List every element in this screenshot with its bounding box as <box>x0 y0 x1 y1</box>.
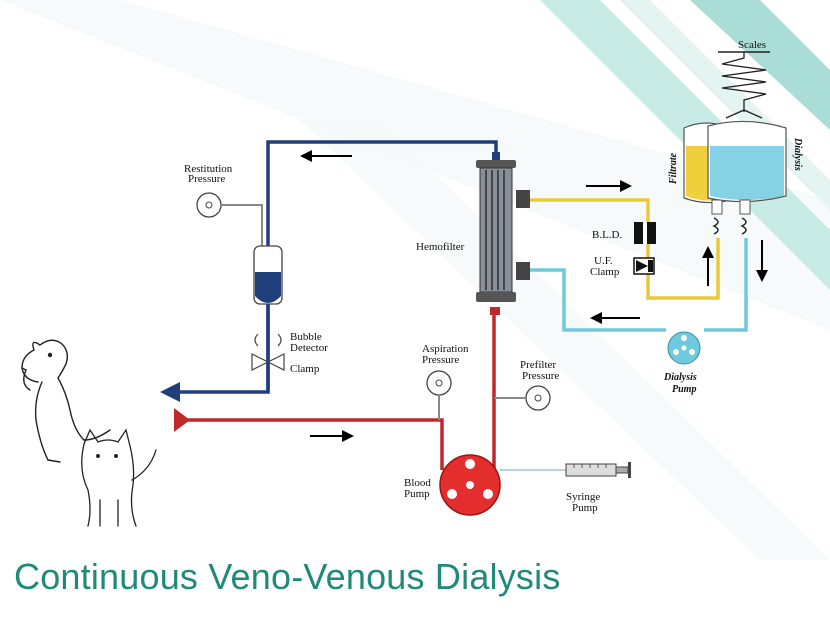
restitution-pressure-label-line2: Pressure <box>188 173 225 185</box>
prefilter-pressure-gauge <box>494 385 551 411</box>
filtrate-line <box>530 198 720 300</box>
filtrate-up-arrow <box>702 246 714 286</box>
clamp-label: Clamp <box>290 363 320 375</box>
bubble-detector-label-line1: Bubble <box>290 331 322 343</box>
blood-pump <box>439 454 501 516</box>
hemofilter-inlet-connector <box>490 307 500 315</box>
venous-return-line <box>178 140 498 394</box>
filtrate-label: Filtrate <box>668 152 679 185</box>
blood-pump-label-line2: Pump <box>404 488 430 500</box>
bag-clamps <box>712 217 747 235</box>
restitution-pressure-gauge <box>196 192 263 246</box>
restitution-pressure-label-line1: Restitution <box>184 163 233 175</box>
prefilter-pressure-label-line1: Prefilter <box>520 359 556 371</box>
dialysate-down-arrow <box>756 240 768 282</box>
uf-clamp-label-line2: Clamp <box>590 266 620 278</box>
page-title: Continuous Veno-Venous Dialysis <box>14 556 561 597</box>
dialysis-pump-label-line1: Dialysis <box>663 372 697 383</box>
uf-clamp-label-line1: U.F. <box>594 255 613 267</box>
background-stripes <box>540 0 830 290</box>
arterial-flow-arrow <box>310 430 354 442</box>
dialysate-return-arrow <box>590 312 640 324</box>
venous-outlet-arrowhead <box>160 382 180 402</box>
aspiration-pressure-label-line2: Pressure <box>422 354 459 366</box>
dialysis-pump <box>667 331 701 365</box>
bubble-detector-icon <box>251 333 285 371</box>
arterial-line <box>186 315 496 470</box>
prefilter-pressure-label-line2: Pressure <box>522 370 559 382</box>
bld-label: B.L.D. <box>592 229 623 241</box>
bld-detector <box>634 222 656 244</box>
scales-label: Scales <box>738 39 766 51</box>
aspiration-pressure-label-line1: Aspiration <box>422 343 469 355</box>
dialysis-pump-label-line2: Pump <box>672 384 696 395</box>
scales <box>718 51 770 119</box>
filtrate-flow-arrow <box>586 180 632 192</box>
arterial-inlet-arrowhead <box>174 408 190 432</box>
drip-chamber <box>253 245 283 305</box>
hemofilter-label: Hemofilter <box>416 241 465 253</box>
aspiration-pressure-gauge <box>426 370 452 420</box>
syringe-pump <box>500 462 631 478</box>
blood-pump-label-line1: Blood <box>404 477 431 489</box>
hemofilter <box>476 152 530 302</box>
dog-illustration <box>21 339 111 463</box>
uf-clamp <box>633 257 655 275</box>
dialysate-bag <box>707 120 787 215</box>
venous-flow-arrow <box>300 150 352 162</box>
syringe-pump-label-line2: Pump <box>572 502 598 514</box>
cat-illustration <box>81 428 157 527</box>
syringe-pump-label-line1: Syringe <box>566 491 600 503</box>
bubble-detector-label-line2: Detector <box>290 342 328 354</box>
dialysis-bag-label: Dialysis <box>792 137 803 171</box>
dialysate-line <box>530 238 748 332</box>
